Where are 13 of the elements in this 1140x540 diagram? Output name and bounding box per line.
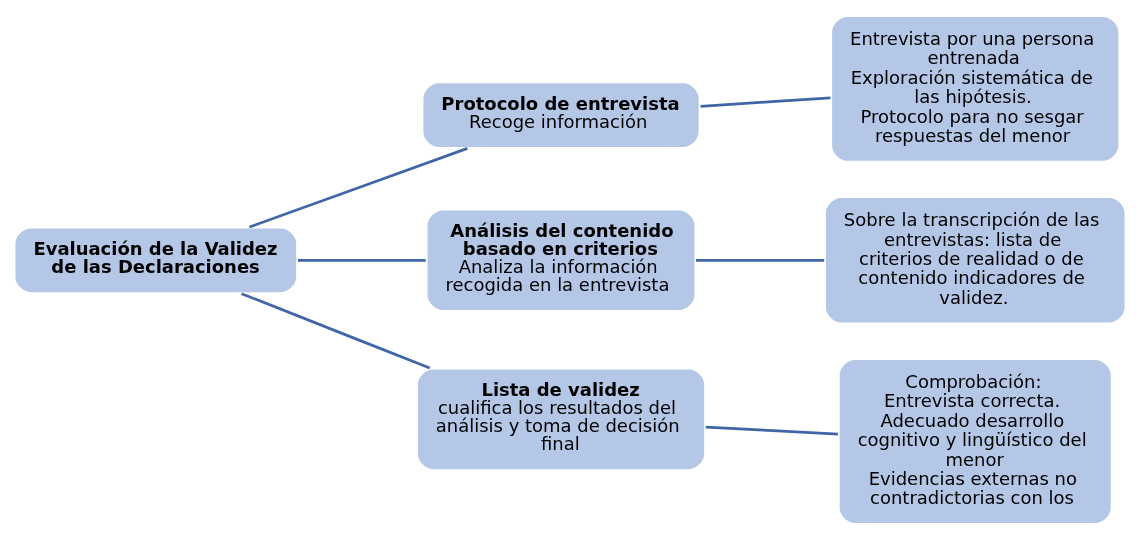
node-box: Protocolo de entrevista Recoge información (420, 80, 702, 150)
connector (705, 425, 838, 436)
connector (700, 96, 831, 108)
connector (241, 292, 431, 370)
node-box: Comprobación: Entrevista correcta. Adecuado desarrollo cognitivo y lingüístico del menor Evidencias externas no contradictorias con los (836, 357, 1114, 526)
node-box: Sobre la transcripción de las entrevistas: lista de criterios de realidad o de contenido indicadores de validez. (823, 195, 1128, 326)
node-box: Evaluación de la Validez de las Declaraciones (12, 225, 299, 295)
connector (696, 258, 825, 262)
node-box: Análisis del contenido basado en criterios Analiza la información recogida en la entrevista (424, 207, 698, 313)
node-box: Entrevista por una persona entrenada Exploración sistemática de las hipótesis. Protocolo para no sesgar respuestas del menor (829, 14, 1122, 164)
node-box: Lista de validez cualifica los resultados del análisis y toma de decisión final (415, 366, 707, 472)
connector (297, 258, 426, 262)
connector (249, 147, 468, 229)
